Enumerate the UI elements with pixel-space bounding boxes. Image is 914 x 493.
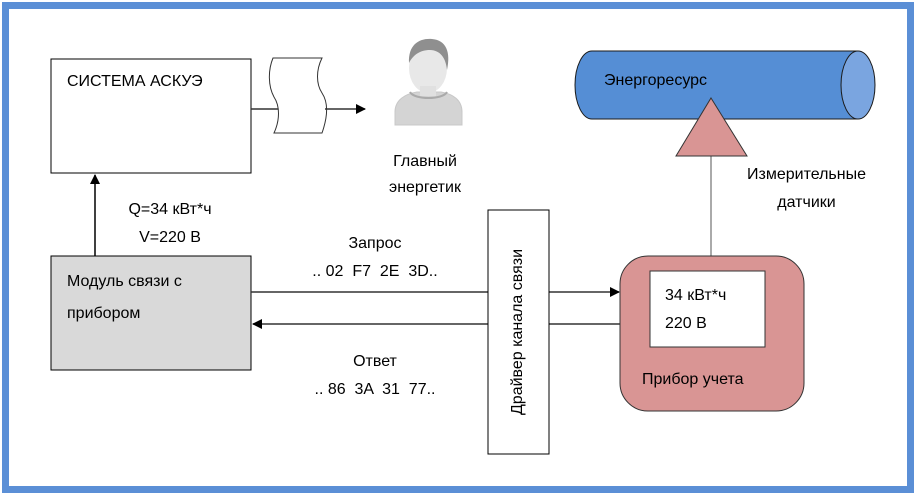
request-label: Запрос .. 02 F7 2E 3D.. — [290, 230, 460, 286]
chief-engineer-line2: энергетик — [389, 179, 461, 196]
readings-label: Q=34 кВт*ч V=220 В — [110, 196, 230, 252]
meter-display-text: 34 кВт*ч 220 В — [665, 282, 726, 338]
response-label: Ответ .. 86 3A 31 77.. — [290, 348, 460, 404]
request-title: Запрос — [348, 235, 402, 252]
sensor-triangle — [675, 97, 748, 157]
chief-engineer-label: Главный энергетик — [370, 149, 480, 201]
meter-display — [649, 270, 766, 348]
readings-energy: Q=34 кВт*ч — [128, 201, 212, 218]
chief-engineer-line1: Главный — [393, 153, 457, 170]
meter-display-voltage: 220 В — [665, 315, 707, 332]
comm-module-line2: прибором — [67, 305, 141, 322]
sensors-line1: Измерительные — [747, 166, 866, 183]
channel-driver-box — [487, 209, 550, 455]
request-bytes: .. 02 F7 2E 3D.. — [312, 263, 438, 280]
energy-resource-cylinder — [574, 50, 876, 120]
sensors-line2: датчики — [777, 194, 836, 211]
askue-system-label: СИСТЕМА АСКУЭ — [67, 73, 203, 90]
response-title: Ответ — [353, 353, 397, 370]
channel-driver-label: Драйвер канала связи — [509, 248, 526, 416]
comm-module-box — [50, 255, 252, 371]
sensors-label: Измерительные датчики — [724, 161, 889, 217]
comm-module-label: Модуль связи с прибором — [67, 266, 182, 330]
energy-resource-label: Энергоресурс — [604, 72, 708, 89]
person-icon — [394, 38, 463, 126]
meter-display-energy: 34 кВт*ч — [665, 287, 727, 304]
readings-voltage: V=220 В — [139, 229, 201, 246]
comm-module-line1: Модуль связи с — [67, 273, 182, 290]
meter-label: Прибор учета — [642, 371, 744, 388]
response-bytes: .. 86 3A 31 77.. — [314, 381, 436, 398]
askue-system-box — [50, 58, 252, 174]
report-tape-icon — [268, 57, 327, 134]
